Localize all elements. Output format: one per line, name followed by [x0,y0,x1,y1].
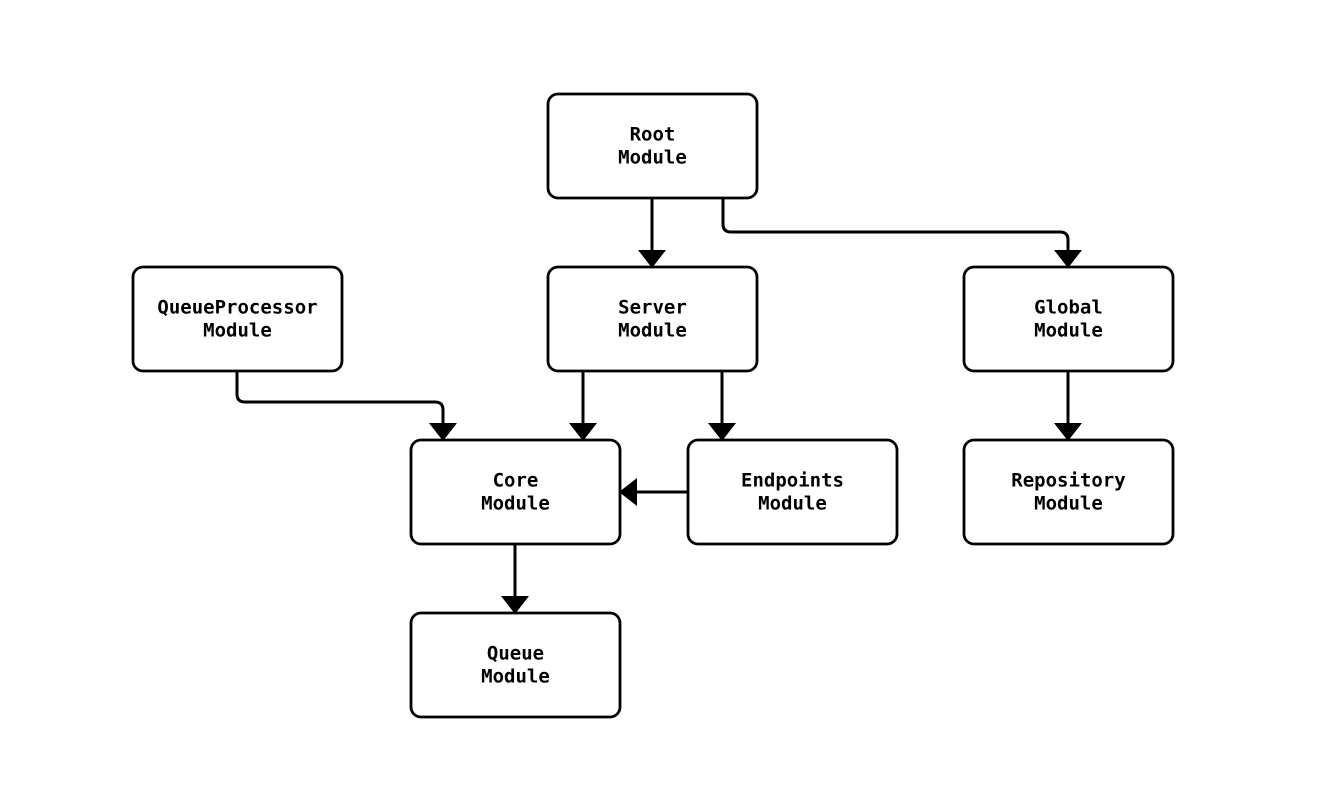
node-label-root-line-1: Root [630,124,676,146]
edge-queue-processor-to-core [235,371,457,441]
node-label-core-line-2: Module [481,493,550,515]
node-box-repository [962,438,1175,546]
node-label-queue-line-1: Queue [487,643,544,665]
node-label-global-line-1: Global [1034,297,1103,319]
node-box-queue [409,611,622,719]
node-label-queue-processor-line-1: QueueProcessor [157,297,317,319]
node-label-queue-line-2: Module [481,666,550,688]
node-label-root-line-2: Module [618,147,687,169]
edge-root-to-global [721,198,1082,268]
node-label-server-line-2: Module [618,320,687,342]
node-box-queue-processor [131,265,344,373]
node-box-root [546,92,759,200]
node-label-endpoints-line-2: Module [758,493,827,515]
node-label-endpoints-line-1: Endpoints [741,470,844,492]
node-label-repository-line-2: Module [1034,493,1103,515]
node-label-queue-processor-line-2: Module [203,320,272,342]
node-box-global [962,265,1175,373]
node-label-repository-line-1: Repository [1011,470,1125,492]
node-box-server [546,265,759,373]
node-label-server-line-1: Server [618,297,687,319]
node-box-endpoints [686,438,899,546]
node-box-core [409,438,622,546]
node-label-global-line-2: Module [1034,320,1103,342]
node-label-core-line-1: Core [493,470,539,492]
